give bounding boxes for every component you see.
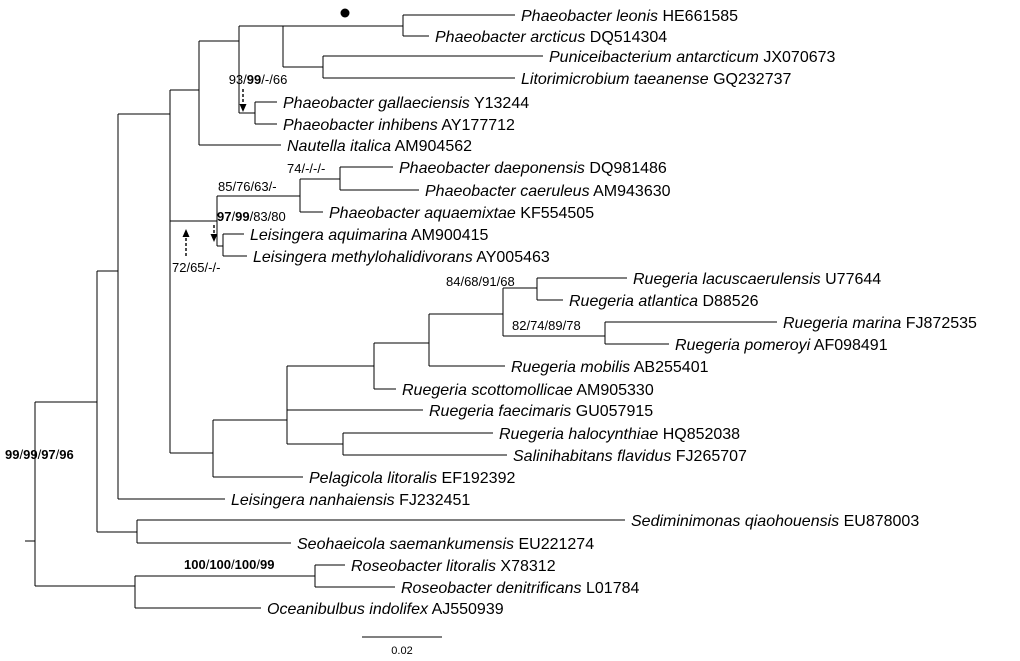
taxon-label: Ruegeria marina FJ872535	[783, 315, 977, 332]
taxon-label: Leisingera aquimarina AM900415	[250, 227, 488, 244]
taxon-label: Leisingera nanhaiensis FJ232451	[231, 492, 470, 509]
taxon-label: Salinihabitans flavidus FJ265707	[513, 448, 747, 465]
taxon-label: Roseobacter denitrificans L01784	[401, 580, 639, 597]
taxon-label: Phaeobacter inhibens AY177712	[283, 117, 515, 134]
taxon-label: Ruegeria scottomollicae AM905330	[402, 382, 654, 399]
taxon-label: Litorimicrobium taeanense GQ232737	[521, 71, 791, 88]
annotations	[182, 8, 350, 256]
filled-dot-marker	[340, 8, 350, 18]
dashed-arrow-up-outer-node	[182, 229, 190, 256]
taxon-label: Phaeobacter daeponensis DQ981486	[399, 160, 667, 177]
support-value-daeponensis-node: 74/-/-/-	[287, 161, 325, 176]
taxon-label: Oceanibulbus indolifex AJ550939	[267, 601, 504, 618]
taxon-label: Phaeobacter caeruleus AM943630	[425, 183, 671, 200]
scale-bar: 0.02	[362, 636, 442, 657]
tree-branches	[25, 14, 777, 609]
taxon-label: Puniceibacterium antarcticum JX070673	[549, 49, 836, 66]
taxon-label: Roseobacter litoralis X78312	[351, 558, 556, 575]
taxon-label: Nautella italica AM904562	[287, 138, 472, 155]
taxon-label: Leisingera methylohalidivorans AY005463	[253, 249, 550, 266]
support-value-ruegeria-marina: 82/74/89/78	[512, 318, 581, 333]
support-value-gallaeciensis-clade: 93/99/-/66	[229, 72, 288, 87]
taxon-label: Seohaeicola saemankumensis EU221274	[297, 536, 594, 553]
support-value-root-node: 99/99/97/96	[5, 447, 74, 462]
support-values: 93/99/-/66 74/-/-/- 85/76/63/- 97/99/83/…	[5, 72, 581, 572]
support-value-phaeo-leisingera: 97/99/83/80	[217, 209, 286, 224]
taxon-label: Ruegeria mobilis AB255401	[511, 359, 709, 376]
taxon-label: Phaeobacter aquaemixtae KF554505	[329, 205, 594, 222]
taxon-label: Phaeobacter arcticus DQ514304	[435, 29, 667, 46]
dashed-arrow-down-leisingera	[210, 225, 218, 242]
support-value-outer-phaeo-node: 72/65/-/-	[172, 260, 220, 275]
taxon-label: Ruegeria faecimaris GU057915	[429, 403, 653, 420]
scale-bar-label: 0.02	[391, 645, 412, 657]
taxon-label: Sediminimonas qiaohouensis EU878003	[631, 513, 919, 530]
taxon-label: Phaeobacter gallaeciensis Y13244	[283, 95, 529, 112]
dashed-arrow-down-gallaeciensis	[239, 89, 247, 112]
support-value-roseobacter-node: 100/100/100/99	[184, 557, 274, 572]
taxon-label: Ruegeria pomeroyi AF098491	[675, 337, 888, 354]
support-value-daeponensis-aquaemixtae: 85/76/63/-	[218, 179, 277, 194]
taxon-label: Pelagicola litoralis EF192392	[309, 470, 515, 487]
taxon-labels: Phaeobacter leonis HE661585 Phaeobacter …	[231, 8, 977, 618]
taxon-label: Phaeobacter leonis HE661585	[521, 8, 738, 25]
taxon-label: Ruegeria halocynthiae HQ852038	[499, 426, 740, 443]
taxon-label: Ruegeria atlantica D88526	[569, 293, 759, 310]
taxon-label: Ruegeria lacuscaerulensis U77644	[633, 271, 881, 288]
support-value-ruegeria-lacus: 84/68/91/68	[446, 274, 515, 289]
